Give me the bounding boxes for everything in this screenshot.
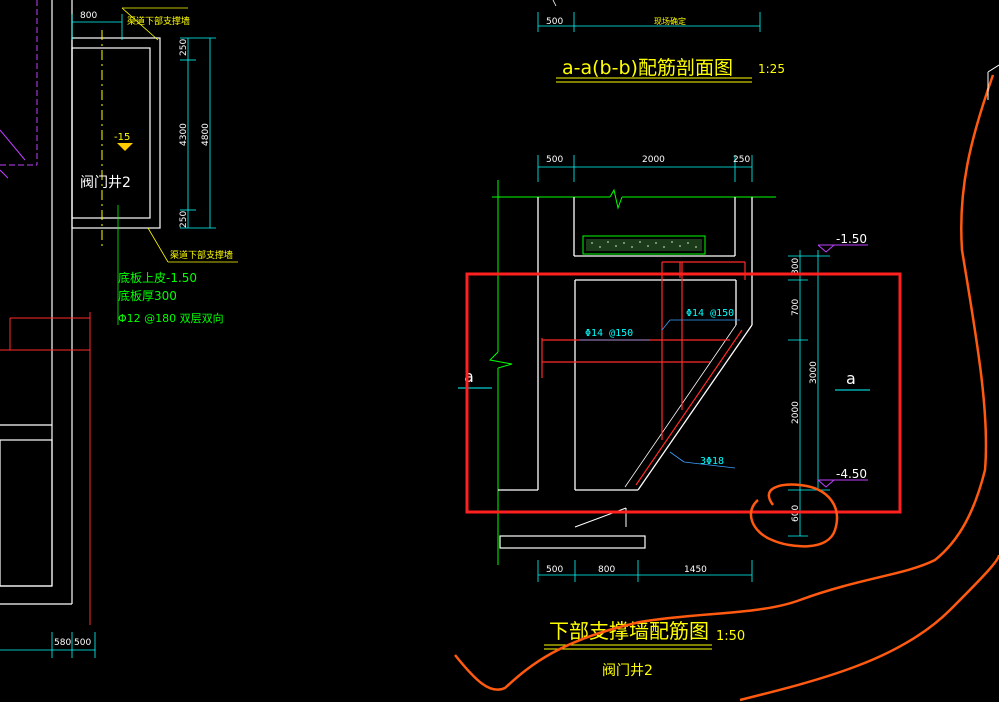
dim-800: 800 bbox=[80, 11, 97, 21]
section-a-scale: 1:25 bbox=[758, 62, 785, 76]
elev-marker-text: -15 bbox=[114, 132, 130, 143]
section-a-title: a-a(b-b)配筋剖面图 bbox=[562, 57, 733, 79]
section-mark-right: a bbox=[846, 369, 856, 388]
note-floor-top: 底板上皮-1.50 bbox=[118, 270, 197, 285]
elev-bottom: -4.50 bbox=[836, 467, 867, 481]
note-floor-rebar: Φ12 @180 双层双向 bbox=[118, 311, 224, 325]
note-support-wall-bottom: 渠道下部支撑墙 bbox=[170, 249, 233, 261]
note-support-wall-top: 渠道下部支撑墙 bbox=[127, 15, 190, 27]
dim-bottom-1450: 1450 bbox=[684, 565, 707, 575]
vdim-3000: 3000 bbox=[809, 361, 819, 384]
dim-4800: 4800 bbox=[201, 123, 211, 146]
vdim-2000: 2000 bbox=[791, 401, 801, 424]
dim-250-top: 250 bbox=[179, 39, 189, 56]
vdim-300: 300 bbox=[791, 258, 801, 275]
main-section-subtitle: 阀门井2 bbox=[602, 663, 653, 679]
dim-500-top-section: 500 bbox=[546, 17, 563, 27]
dim-250-bottom: 250 bbox=[179, 211, 189, 228]
rebar-label-diagonal: 3Φ18 bbox=[700, 456, 724, 467]
dim-500: 500 bbox=[74, 638, 91, 648]
main-section: 500 2000 250 bbox=[458, 155, 870, 679]
note-floor-thickness: 底板厚300 bbox=[118, 288, 177, 303]
dim-bottom-800: 800 bbox=[598, 565, 615, 575]
highlight-rectangle bbox=[465, 272, 902, 514]
left-plan: 800 渠道下部支撑墙 250 4300 4800 250 -15 阀门井2 渠… bbox=[0, 0, 238, 658]
freehand-curve-left bbox=[454, 74, 995, 691]
dim-field-note: 现场确定 bbox=[654, 16, 686, 26]
vdim-700: 700 bbox=[791, 299, 801, 316]
dim-top-250: 250 bbox=[733, 155, 750, 165]
rebar-label-right: Φ14 @150 bbox=[686, 308, 734, 319]
dim-580: 580 bbox=[54, 638, 71, 648]
main-section-scale: 1:50 bbox=[716, 629, 745, 644]
section-mark-left: a bbox=[464, 367, 474, 386]
elev-top: -1.50 bbox=[836, 232, 867, 246]
main-section-title: 下部支撑墙配筋图 bbox=[549, 619, 709, 643]
dim-top-500: 500 bbox=[546, 155, 563, 165]
well-label: 阀门井2 bbox=[80, 175, 131, 191]
elevation-triangle-icon bbox=[117, 143, 133, 151]
freehand-curve-bottom bbox=[739, 554, 999, 702]
markups bbox=[454, 64, 999, 702]
dim-4300: 4300 bbox=[179, 123, 189, 146]
highlight-circle bbox=[749, 483, 839, 548]
dim-top-2000: 2000 bbox=[642, 155, 665, 165]
dim-bottom-500: 500 bbox=[546, 565, 563, 575]
top-section: 500 现场确定 a-a(b-b)配筋剖面图 1:25 bbox=[537, 0, 785, 83]
rebar-label-left: Φ14 @150 bbox=[585, 328, 633, 339]
